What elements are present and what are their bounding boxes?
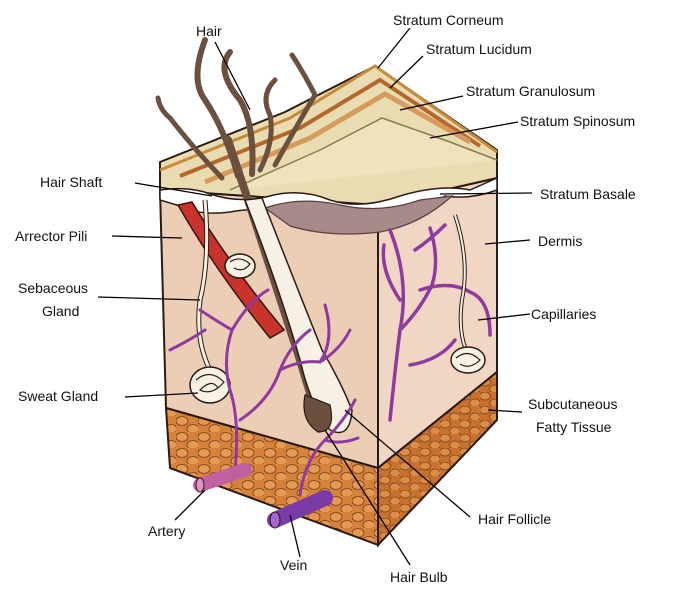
front-capillaries [168, 288, 360, 497]
label-hair-shaft: Hair Shaft [40, 174, 102, 190]
side-capillaries [381, 223, 492, 422]
label-stratum-corneum: Stratum Corneum [393, 12, 503, 28]
label-sebaceous-gland-2: Gland [42, 303, 79, 319]
label-arrector-pili: Arrector Pili [15, 228, 87, 244]
vein-vessel [267, 490, 333, 529]
label-subcutaneous-2: Fatty Tissue [536, 419, 612, 435]
hair-strand [257, 77, 278, 173]
subcutaneous-fat-side [377, 369, 498, 548]
hair-strand [272, 52, 318, 168]
hair-strand [221, 49, 256, 177]
stratum-lucidum-layer [179, 77, 482, 178]
label-stratum-lucidum: Stratum Lucidum [426, 41, 532, 57]
label-stratum-basale: Stratum Basale [540, 186, 636, 202]
stratum-spinosum-layer [229, 117, 498, 191]
skin-block [158, 64, 498, 548]
label-hair-follicle: Hair Follicle [478, 511, 551, 527]
leader-lines [97, 27, 533, 566]
hair-bulb [303, 394, 333, 433]
label-stratum-granulosum: Stratum Granulosum [466, 83, 595, 99]
hair-follicle [243, 197, 353, 434]
papillary-region [263, 195, 454, 235]
sweat-gland-duct-inner [197, 199, 212, 371]
sebaceous-gland [224, 253, 256, 279]
sweat-gland-coil [189, 366, 231, 404]
label-hair-bulb: Hair Bulb [390, 569, 448, 585]
label-stratum-spinosum: Stratum Spinosum [520, 113, 635, 129]
label-sebaceous-gland-1: Sebaceous [18, 280, 88, 296]
stratum-granulosum-layer [204, 91, 472, 185]
label-capillaries: Capillaries [531, 306, 596, 322]
label-hair: Hair [196, 23, 222, 39]
artery-vessel [193, 463, 252, 493]
label-subcutaneous-1: Subcutaneous [528, 396, 618, 412]
side-sweat-coil [450, 346, 486, 374]
hair-strand [155, 95, 225, 181]
label-artery: Artery [148, 523, 185, 539]
label-dermis: Dermis [538, 233, 582, 249]
label-vein: Vein [280, 557, 307, 573]
label-sweat-gland: Sweat Gland [18, 388, 98, 404]
